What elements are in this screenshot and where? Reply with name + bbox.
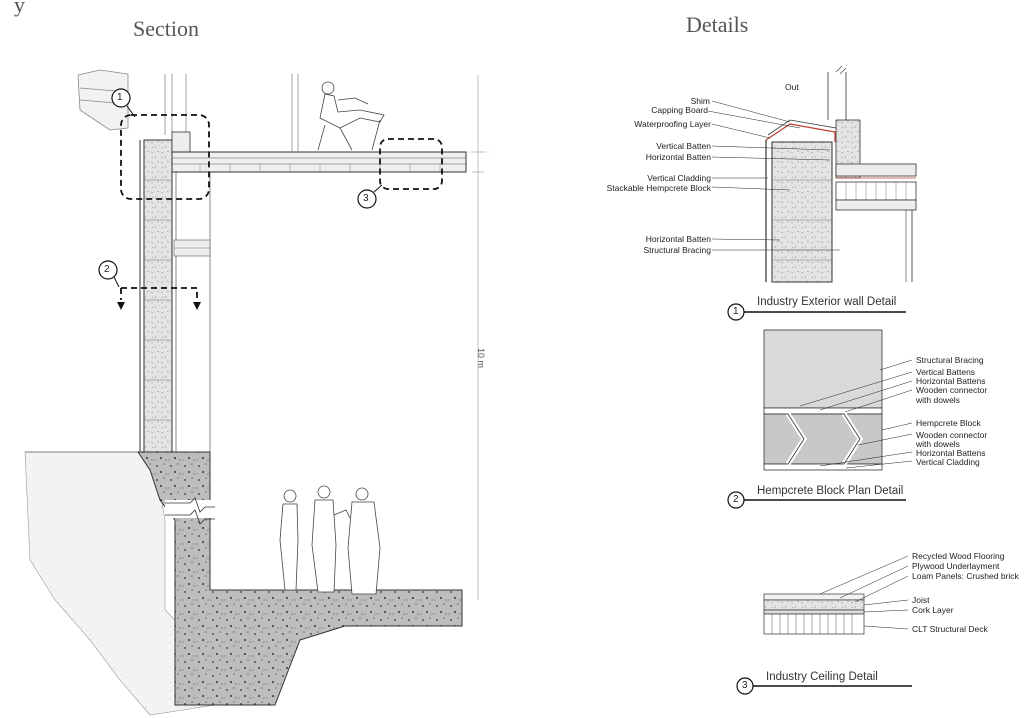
detail-3-label-recycled-flooring: Recycled Wood Flooring	[912, 551, 1005, 561]
callout-1: 1	[117, 92, 123, 103]
detail-1-label-hempcrete-block: Stackable Hempcrete Block	[606, 183, 711, 193]
detail-2-label-vertical-cladding: Vertical Cladding	[916, 457, 980, 467]
standing-people	[279, 485, 381, 595]
detail-1-label-horizontal-batten-2: Horizontal Batten	[645, 234, 711, 244]
detail-1-label-vertical-batten: Vertical Batten	[656, 141, 711, 151]
detail-1-label-structural-bracing: Structural Bracing	[643, 245, 711, 255]
detail-2-label-horizontal-battens: Horizontal Battens	[916, 376, 986, 386]
details-title: Details	[686, 12, 749, 37]
title-fragment: y	[14, 0, 25, 17]
detail-1-label-vertical-cladding: Vertical Cladding	[647, 173, 711, 183]
detail-1-out-label: Out	[785, 82, 799, 92]
detail-2-number: 2	[733, 494, 739, 505]
detail-3-label-joist: Joist	[912, 595, 930, 605]
detail-1-label-capping-board: Capping Board	[651, 105, 708, 115]
detail-2-label-horizontal-battens-2: Horizontal Battens	[916, 448, 986, 458]
section-title: Section	[133, 16, 199, 41]
detail-2-label-vertical-battens: Vertical Battens	[916, 367, 976, 377]
detail-3-label-plywood: Plywood Underlayment	[912, 561, 1000, 571]
callout-3: 3	[363, 193, 369, 204]
detail-1-label-waterproofing: Waterproofing Layer	[634, 119, 711, 129]
detail-3-label-cork-layer: Cork Layer	[912, 605, 954, 615]
detail-2-label-structural-bracing: Structural Bracing	[916, 355, 984, 365]
detail-3-caption: Industry Ceiling Detail	[766, 671, 878, 683]
detail-1-label-horizontal-batten: Horizontal Batten	[645, 152, 711, 162]
roof-fragment	[77, 69, 187, 135]
detail-1-number: 1	[733, 306, 739, 317]
detail-1-caption: Industry Exterior wall Detail	[757, 296, 897, 308]
detail-2-label-with-dowels-2: with dowels	[916, 439, 960, 449]
detail-1-label-shim: Shim	[690, 96, 710, 106]
seated-person	[317, 81, 385, 151]
detail-2-label-with-dowels: with dowels	[916, 395, 960, 405]
detail-2-label-wooden-connector-2: Wooden connector	[916, 430, 988, 440]
detail-3-number: 3	[742, 680, 748, 691]
detail-3-label-clt-deck: CLT Structural Deck	[912, 624, 988, 634]
callout-2: 2	[104, 264, 110, 275]
detail-2-label-wooden-connector: Wooden connector	[916, 385, 988, 395]
detail-2-caption: Hempcrete Block Plan Detail	[757, 485, 904, 497]
detail-3-label-loam-panels: Loam Panels: Crushed brick	[912, 571, 1019, 581]
detail-2-label-hempcrete-block: Hempcrete Block	[916, 418, 981, 428]
